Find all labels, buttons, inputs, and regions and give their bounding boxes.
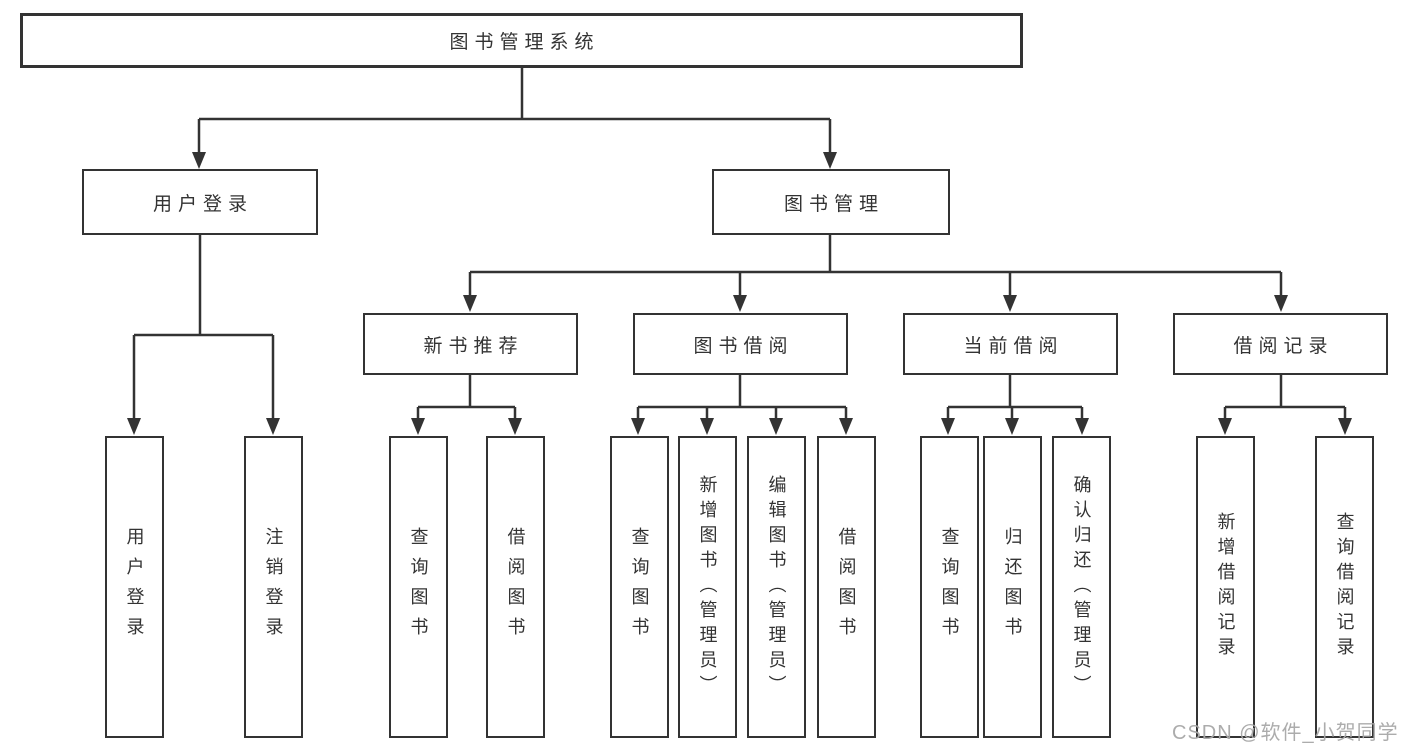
node-label: 借阅图书 xyxy=(836,527,857,647)
arrow-down-icon xyxy=(1005,418,1019,435)
arrow-down-icon xyxy=(941,418,955,435)
arrow-down-icon xyxy=(1218,418,1232,435)
leaf-add-borrow-record: 新增借阅记录 xyxy=(1196,436,1255,738)
leaf-borrow-books: 借阅图书 xyxy=(817,436,876,738)
connector-book-mgmt-children xyxy=(463,235,1288,312)
node-label: 新书推荐 xyxy=(423,335,524,357)
leaf-add-books-admin: 新增图书（管理员） xyxy=(678,436,737,738)
arrow-down-icon xyxy=(192,152,206,169)
leaf-confirm-return-admin: 确认归还（管理员） xyxy=(1052,436,1111,738)
node-label: 查询图书 xyxy=(629,527,650,647)
node-new-book-recommend: 新书推荐 xyxy=(363,313,578,375)
arrow-down-icon xyxy=(1003,295,1017,312)
node-label: 图书借阅 xyxy=(693,335,794,357)
arrow-down-icon xyxy=(266,418,280,435)
connector-newbook-children xyxy=(411,375,522,435)
leaf-borrow-books-recommend: 借阅图书 xyxy=(486,436,545,738)
arrow-down-icon xyxy=(631,418,645,435)
leaf-logout-login: 注销登录 xyxy=(244,436,303,738)
connector-user-login-children xyxy=(127,235,280,435)
node-user-login: 用户登录 xyxy=(82,169,318,235)
node-book-management: 图书管理 xyxy=(712,169,950,235)
connector-root-to-level2 xyxy=(192,68,837,169)
node-label: 新增图书（管理员） xyxy=(697,474,718,700)
node-label: 用户登录 xyxy=(124,527,145,647)
node-label: 查询图书 xyxy=(408,527,429,647)
leaf-user-login: 用户登录 xyxy=(105,436,164,738)
arrow-down-icon xyxy=(700,418,714,435)
arrow-down-icon xyxy=(127,418,141,435)
leaf-query-books-recommend: 查询图书 xyxy=(389,436,448,738)
node-label: 查询图书 xyxy=(939,527,960,647)
leaf-query-borrow-record: 查询借阅记录 xyxy=(1315,436,1374,738)
node-root-system: 图书管理系统 xyxy=(20,13,1023,68)
connector-records-children xyxy=(1218,375,1352,435)
node-label: 新增借阅记录 xyxy=(1215,512,1236,662)
arrow-down-icon xyxy=(1075,418,1089,435)
node-label: 用户登录 xyxy=(152,193,253,215)
leaf-query-books-borrow: 查询图书 xyxy=(610,436,669,738)
arrow-down-icon xyxy=(411,418,425,435)
node-borrow-records: 借阅记录 xyxy=(1173,313,1388,375)
arrow-down-icon xyxy=(839,418,853,435)
node-book-borrow: 图书借阅 xyxy=(633,313,848,375)
node-label: 归还图书 xyxy=(1002,527,1023,647)
node-label: 查询借阅记录 xyxy=(1334,512,1355,662)
connector-borrow-children xyxy=(631,375,853,435)
arrow-down-icon xyxy=(769,418,783,435)
node-label: 借阅记录 xyxy=(1233,335,1334,357)
leaf-return-books: 归还图书 xyxy=(983,436,1042,738)
arrow-down-icon xyxy=(508,418,522,435)
arrow-down-icon xyxy=(1274,295,1288,312)
node-current-borrow: 当前借阅 xyxy=(903,313,1118,375)
csdn-watermark: CSDN @软件_小贺同学 xyxy=(1172,722,1399,744)
connector-current-children xyxy=(941,375,1089,435)
arrow-down-icon xyxy=(823,152,837,169)
node-label: 确认归还（管理员） xyxy=(1071,474,1092,700)
arrow-down-icon xyxy=(733,295,747,312)
leaf-query-books-current: 查询图书 xyxy=(920,436,979,738)
node-label: 图书管理 xyxy=(783,193,884,215)
node-label: 借阅图书 xyxy=(505,527,526,647)
arrow-down-icon xyxy=(1338,418,1352,435)
leaf-edit-books-admin: 编辑图书（管理员） xyxy=(747,436,806,738)
node-label: 编辑图书（管理员） xyxy=(766,474,787,700)
arrow-down-icon xyxy=(463,295,477,312)
node-label: 注销登录 xyxy=(263,527,284,647)
node-label: 图书管理系统 xyxy=(449,32,600,53)
node-label: 当前借阅 xyxy=(963,335,1064,357)
